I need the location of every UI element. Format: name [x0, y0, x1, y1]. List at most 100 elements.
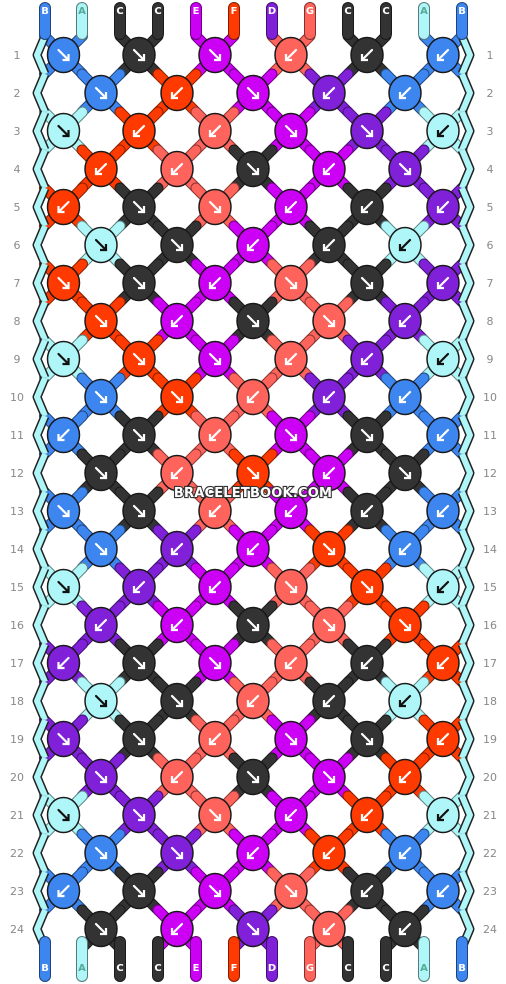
arrow-down-right-icon: [208, 352, 222, 366]
arrow-head: [132, 586, 140, 594]
knot: [160, 530, 194, 568]
row-label-right: 18: [483, 695, 497, 708]
string-letter: A: [420, 6, 428, 17]
arrow-down-right-icon: [246, 466, 260, 480]
arrow-down-right-icon: [132, 352, 146, 366]
knot: [236, 378, 270, 416]
arrow-down-left-icon: [436, 656, 450, 670]
row-label-right: 10: [483, 391, 497, 404]
arrow-head: [138, 510, 146, 518]
edge-thread: [34, 870, 48, 912]
edge-thread: [34, 148, 48, 190]
arrow-head: [208, 586, 216, 594]
row-label-left: 8: [14, 315, 21, 328]
string-letter: C: [116, 963, 123, 974]
edge-thread: [34, 642, 48, 684]
string-letter: B: [41, 963, 49, 974]
knot: [274, 644, 308, 682]
arrow-head: [366, 738, 374, 746]
arrow-head: [290, 434, 298, 442]
arrow-head: [404, 624, 412, 632]
knot: [426, 872, 460, 910]
edge-thread: [459, 300, 473, 342]
arrow-down-left-icon: [360, 808, 374, 822]
row-label-right: 17: [483, 657, 497, 670]
knot: [312, 530, 346, 568]
knot: [84, 910, 118, 948]
edge-thread: [459, 642, 473, 684]
row-label-left: 24: [10, 923, 24, 936]
arrow-down-right-icon: [208, 808, 222, 822]
arrow-head: [360, 814, 368, 822]
arrow-down-right-icon: [208, 48, 222, 62]
edge-thread: [459, 148, 473, 190]
arrow-head: [176, 700, 184, 708]
arrow-down-left-icon: [208, 580, 222, 594]
arrow-head: [138, 662, 146, 670]
knot: [388, 834, 422, 872]
arrow-head: [100, 472, 108, 480]
arrow-down-left-icon: [284, 352, 298, 366]
arrow-head: [252, 624, 260, 632]
arrow-down-right-icon: [360, 580, 374, 594]
knot: [122, 188, 156, 226]
arrow-head: [366, 434, 374, 442]
arrow-head: [138, 434, 146, 442]
knot: [426, 264, 460, 302]
arrow-down-left-icon: [322, 86, 336, 100]
edge-thread: [34, 224, 48, 266]
knot: [46, 492, 81, 530]
knot: [312, 682, 346, 720]
arrow-head: [360, 206, 368, 214]
arrow-down-left-icon: [57, 884, 70, 898]
knot: [312, 302, 346, 340]
knot: [388, 74, 422, 112]
edge-thread: [34, 110, 48, 152]
edge-thread: [459, 490, 473, 532]
arrow-down-right-icon: [322, 770, 336, 784]
arrow-down-left-icon: [284, 504, 298, 518]
arrow-head: [57, 206, 65, 214]
arrow-down-left-icon: [436, 580, 450, 594]
arrow-down-right-icon: [284, 732, 298, 746]
knot: [198, 264, 232, 302]
arrow-head: [94, 624, 102, 632]
knot: [160, 74, 194, 112]
row-label-right: 4: [487, 163, 494, 176]
arrow-head: [246, 548, 254, 556]
row-label-right: 24: [483, 923, 497, 936]
string-letter: G: [306, 6, 314, 17]
edge-thread: [34, 680, 48, 722]
arrow-head: [360, 54, 368, 62]
row-label-right: 6: [487, 239, 494, 252]
arrow-head: [138, 814, 146, 822]
knot: [350, 264, 384, 302]
arrow-down-left-icon: [170, 770, 184, 784]
knot: [388, 378, 422, 416]
arrow-down-left-icon: [170, 618, 184, 632]
arrow-head: [252, 472, 260, 480]
arrow-head: [360, 510, 368, 518]
knot: [122, 340, 156, 378]
arrow-down-right-icon: [132, 732, 146, 746]
arrow-head: [404, 472, 412, 480]
edge-thread: [459, 718, 473, 760]
arrow-head: [436, 814, 444, 822]
arrow-down-left-icon: [398, 846, 412, 860]
arrow-down-right-icon: [398, 466, 412, 480]
arrow-down-left-icon: [436, 884, 450, 898]
arrow-down-left-icon: [436, 808, 450, 822]
edge-thread: [34, 300, 48, 342]
knot: [312, 454, 346, 492]
arrow-down-right-icon: [246, 770, 260, 784]
arrow-head: [436, 738, 444, 746]
knot: [312, 758, 346, 796]
arrow-head: [138, 358, 146, 366]
arrow-head: [176, 244, 184, 252]
arrow-head: [214, 358, 222, 366]
row-label-left: 1: [14, 49, 21, 62]
arrow-down-right-icon: [246, 922, 260, 936]
arrow-down-left-icon: [398, 922, 412, 936]
